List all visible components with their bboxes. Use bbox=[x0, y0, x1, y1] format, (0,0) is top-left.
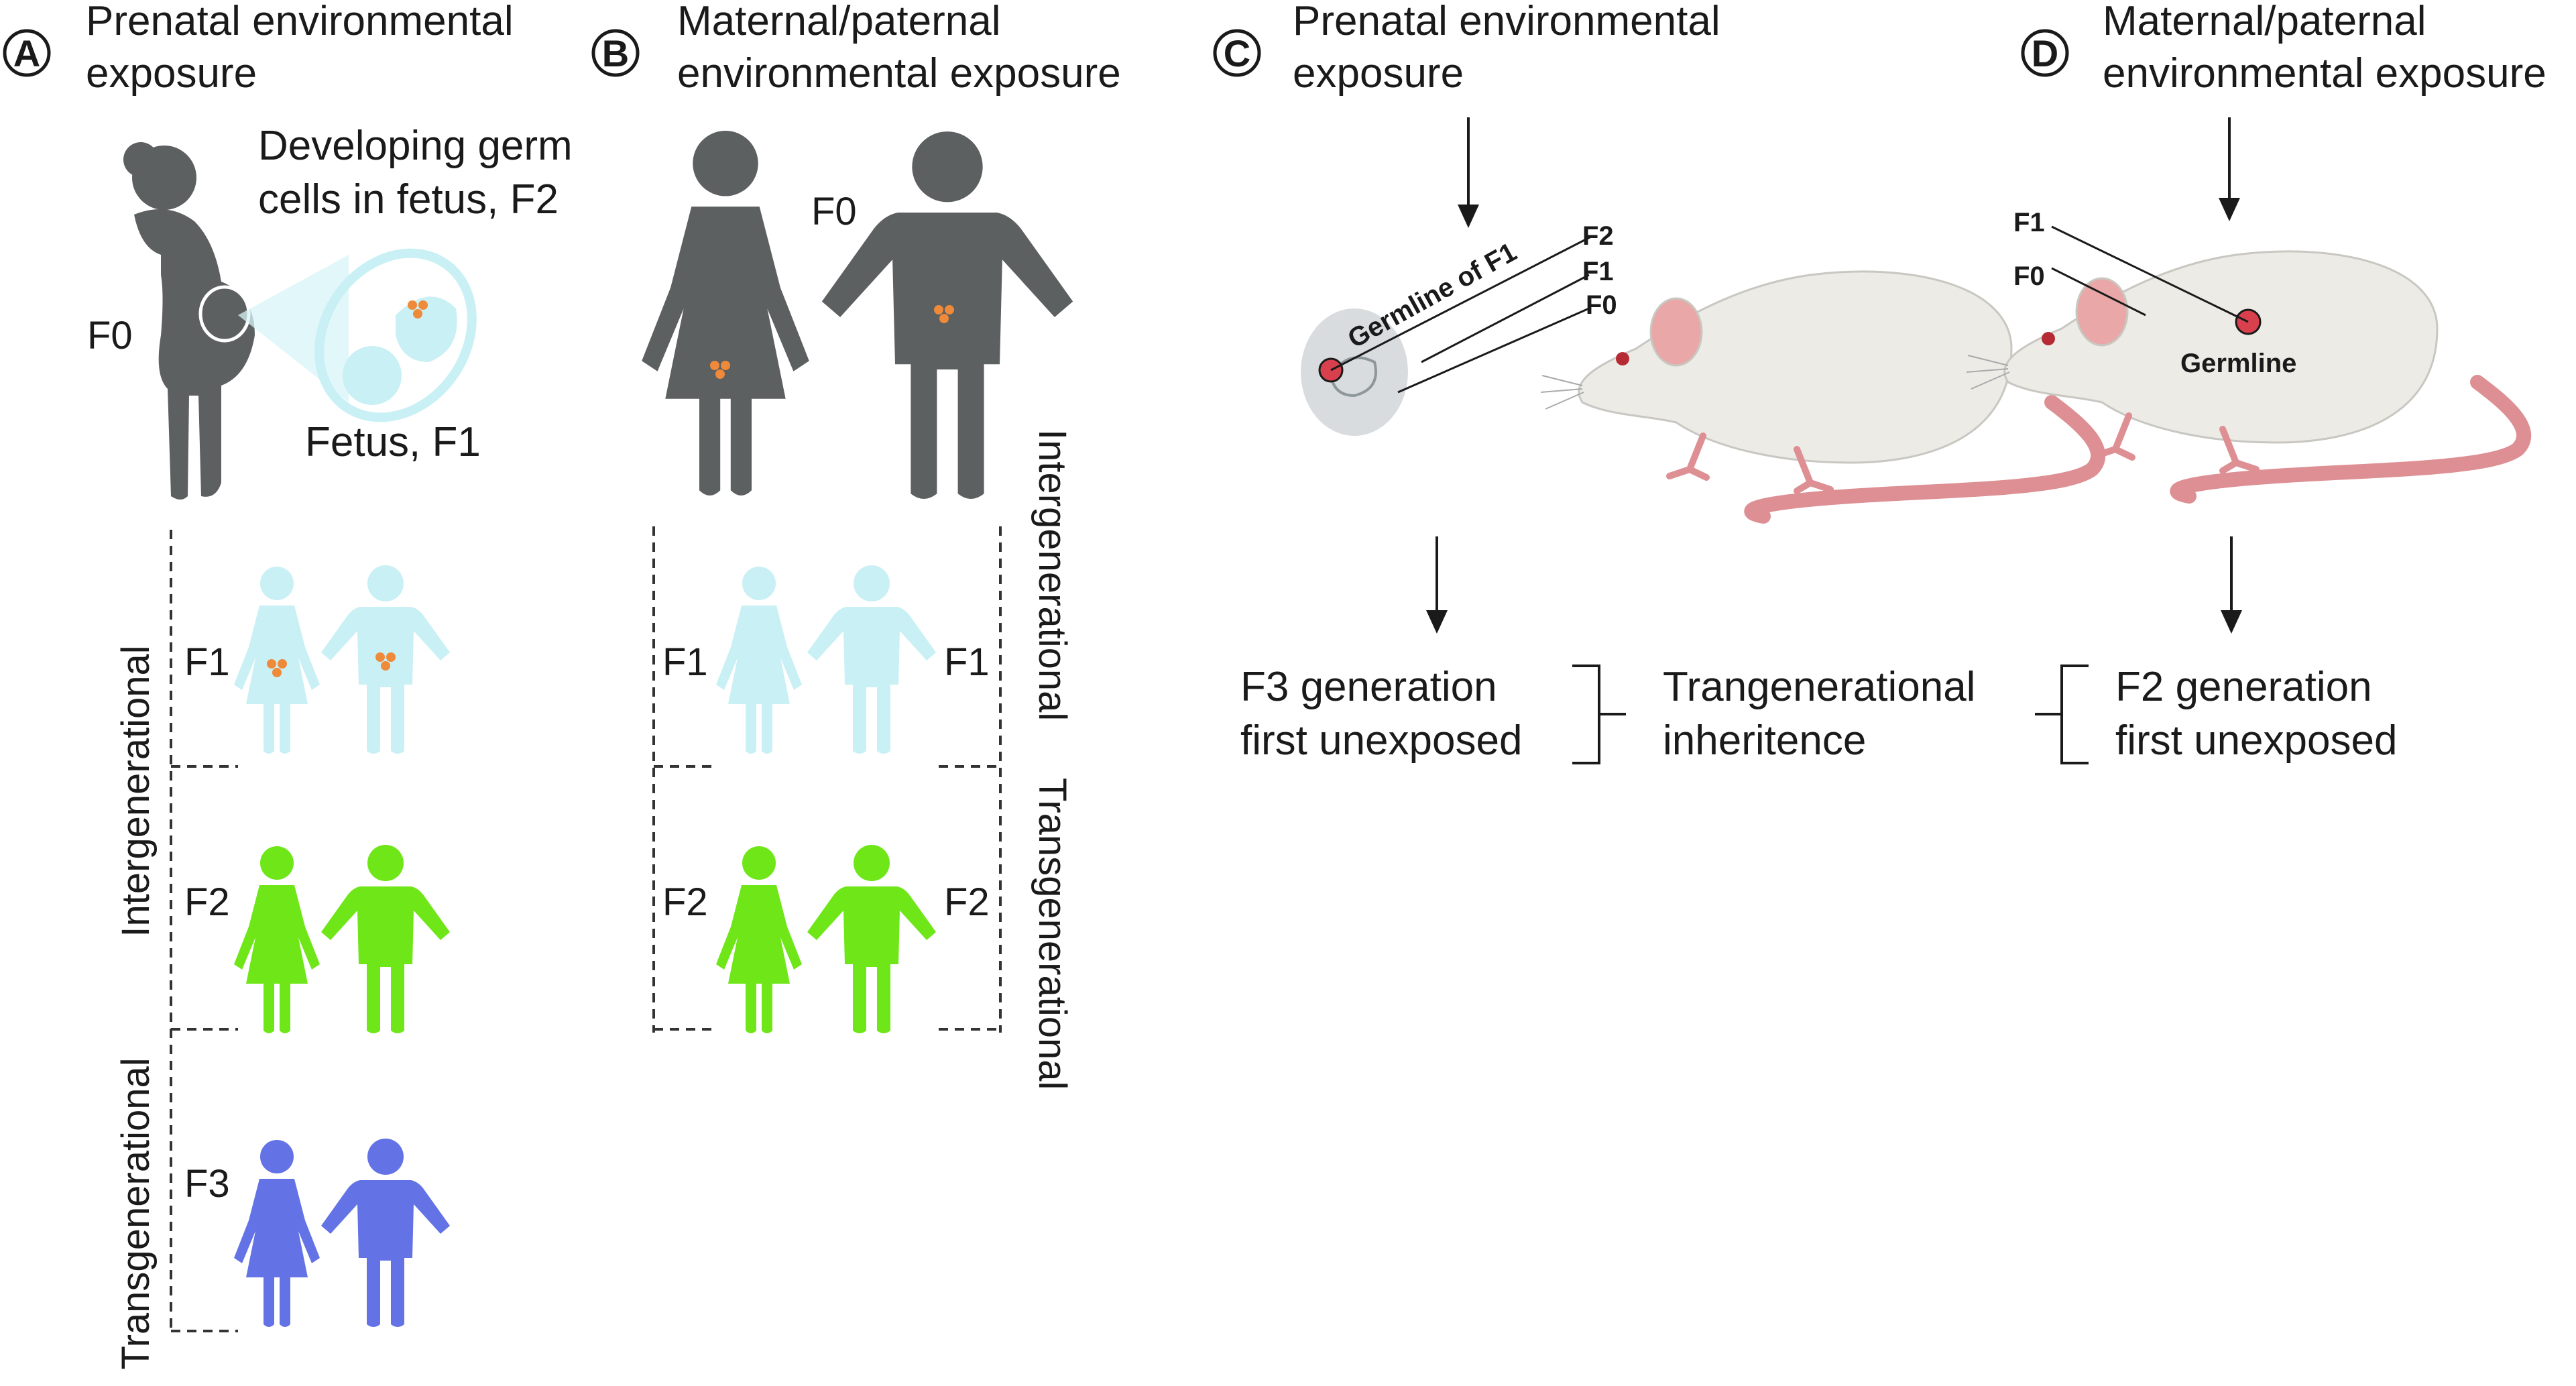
fetus-zoom-outline bbox=[314, 248, 477, 422]
panel-d-f0-pointer bbox=[2051, 267, 2146, 316]
panel-c-result-2: first unexposed bbox=[1240, 717, 1522, 764]
panel-c-letter: C bbox=[1224, 32, 1250, 74]
panel-c-arrowhead-2 bbox=[1426, 610, 1448, 634]
panel-c: C Prenatal environmental exposure Germli… bbox=[1213, 0, 2098, 764]
panel-a-transgenerational: Transgenerational bbox=[114, 1057, 158, 1369]
germ-cells-label-2: cells in fetus, F2 bbox=[258, 176, 559, 223]
f1-germline-pointer bbox=[1330, 235, 1593, 371]
f0-pointer-line bbox=[1397, 307, 1590, 394]
panel-d-f0-label: F0 bbox=[2013, 262, 2045, 291]
panel-c-f0-label: F0 bbox=[1586, 290, 1617, 320]
panel-a-title-1: Prenatal environmental bbox=[86, 0, 514, 44]
panel-d-title-1: Maternal/paternal bbox=[2103, 0, 2426, 44]
panel-a-letter: A bbox=[13, 32, 40, 74]
panel-a-intergenerational: Intergenerational bbox=[114, 645, 158, 937]
pregnant-woman-figure bbox=[123, 142, 255, 500]
panel-d-f1-pointer bbox=[2051, 225, 2249, 323]
panel-b-f1-figures bbox=[716, 565, 936, 754]
panel-a-f1: F1 bbox=[184, 640, 230, 684]
panel-d-badge bbox=[2021, 29, 2069, 77]
germline-of-f1-label: Germline of F1 bbox=[1343, 237, 1521, 354]
panel-b-intergenerational: Intergenerational bbox=[1031, 429, 1074, 721]
panel-d-title-2: environmental exposure bbox=[2103, 50, 2546, 97]
fetus-sketch bbox=[1329, 356, 1377, 398]
panel-b: B Maternal/paternal environmental exposu… bbox=[591, 0, 1121, 1090]
fetus-body bbox=[396, 296, 457, 362]
panel-b-letter: B bbox=[602, 32, 629, 74]
panel-a-f2-figures bbox=[234, 845, 450, 1033]
panel-b-f2-left: F2 bbox=[662, 880, 708, 924]
panel-a-f2: F2 bbox=[184, 880, 230, 924]
panel-c-mouse bbox=[1541, 272, 2098, 516]
germ-cells-label-1: Developing germ bbox=[258, 123, 573, 169]
pregnant-womb bbox=[1301, 308, 1408, 436]
panel-a-badge bbox=[3, 29, 51, 77]
panel-b-f0-label: F0 bbox=[811, 190, 857, 233]
woman-bun bbox=[711, 131, 740, 161]
panel-d: D Maternal/paternal environmental exposu… bbox=[1967, 0, 2546, 764]
panel-b-title-2: environmental exposure bbox=[677, 50, 1121, 97]
panel-d-letter: D bbox=[2032, 32, 2058, 74]
panel-d-f1-label: F1 bbox=[2013, 208, 2045, 237]
zoom-cone bbox=[238, 255, 349, 402]
panel-c-title-2: exposure bbox=[1293, 50, 1464, 97]
panel-b-f2-right: F2 bbox=[944, 880, 990, 924]
fetus-head bbox=[343, 346, 402, 405]
panel-d-arrowhead-2 bbox=[2221, 610, 2242, 634]
panel-c-badge bbox=[1213, 29, 1261, 77]
panel-b-transgenerational: Transgenerational bbox=[1031, 778, 1074, 1090]
panel-b-parents bbox=[642, 131, 1073, 500]
panel-b-f1-right: F1 bbox=[944, 640, 990, 684]
fetus-f1-label: Fetus, F1 bbox=[305, 419, 481, 465]
middle-label: Trangenerational inheritence bbox=[1663, 664, 1975, 764]
inheritence-label: inheritence bbox=[1663, 717, 1866, 764]
panel-b-f1-left: F1 bbox=[662, 640, 708, 684]
panel-a-title-2: exposure bbox=[86, 50, 257, 97]
panel-c-f2-label: F2 bbox=[1582, 221, 1614, 251]
panel-a: A Prenatal environmental exposure Develo… bbox=[3, 0, 573, 1370]
trangenerational-label: Trangenerational bbox=[1663, 664, 1975, 710]
panel-b-badge bbox=[591, 29, 640, 77]
panel-d-result-1: F2 generation bbox=[2115, 664, 2372, 710]
panel-d-result-2: first unexposed bbox=[2115, 717, 2397, 764]
panel-d-arrowhead-1 bbox=[2219, 198, 2240, 221]
panel-b-title-1: Maternal/paternal bbox=[677, 0, 1001, 44]
panel-a-f3-figures bbox=[234, 1139, 450, 1327]
panel-a-f0-label: F0 bbox=[87, 314, 133, 357]
panel-c-arrowhead-1 bbox=[1458, 205, 1479, 228]
panel-d-brace bbox=[2035, 665, 2089, 764]
panel-c-title-1: Prenatal environmental bbox=[1293, 0, 1720, 44]
f1-pointer-line bbox=[1421, 274, 1590, 363]
panel-b-f2-figures bbox=[716, 845, 936, 1033]
panel-c-brace bbox=[1572, 665, 1626, 764]
panel-c-f1-label: F1 bbox=[1582, 257, 1614, 286]
panel-c-result-1: F3 generation bbox=[1240, 664, 1497, 710]
panel-a-f3: F3 bbox=[184, 1162, 230, 1206]
panel-a-f1-figures bbox=[234, 565, 450, 754]
germline-label: Germline bbox=[2180, 349, 2296, 378]
